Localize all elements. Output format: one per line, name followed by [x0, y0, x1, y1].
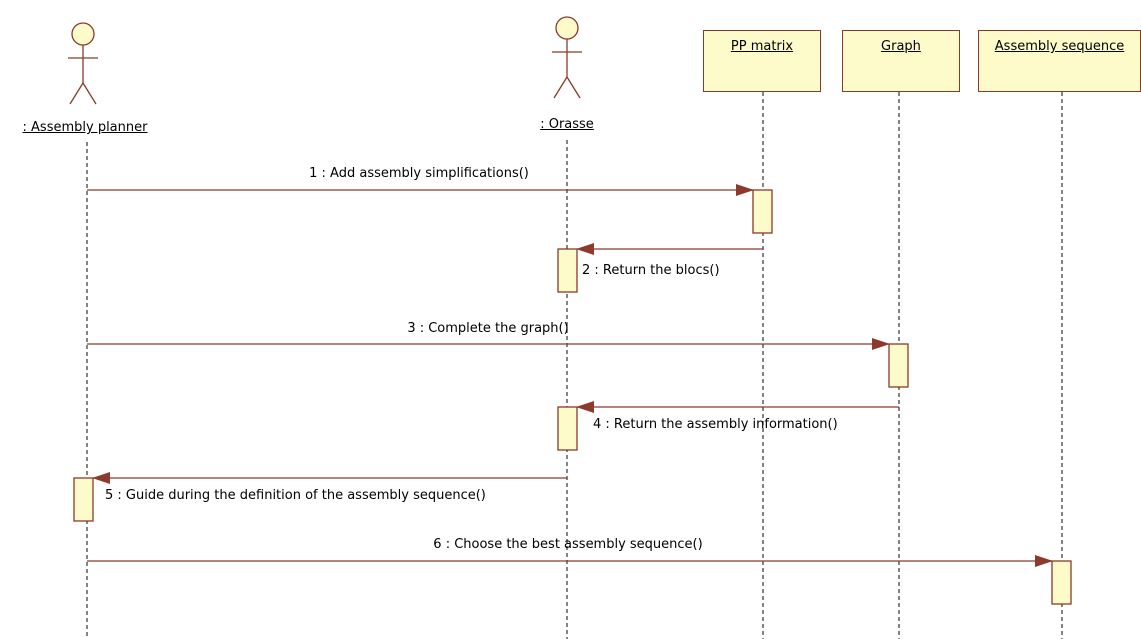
activation-orasse-2: [557, 406, 578, 451]
message-1-label: 1 : Add assembly simplifications(): [309, 166, 529, 181]
message-3-label: 3 : Complete the graph(): [407, 321, 569, 336]
actor-orasse-label: : Orasse: [540, 117, 594, 132]
object-assembly-sequence-label: Assembly sequence: [994, 39, 1125, 54]
activation-orasse-1: [557, 248, 578, 293]
object-assembly-sequence: Assembly sequence: [978, 30, 1141, 92]
activation-assembly-sequence: [1051, 560, 1072, 605]
object-pp-matrix-label: PP matrix: [730, 39, 794, 54]
activation-assembly-planner: [73, 477, 94, 522]
activation-graph: [888, 343, 909, 388]
message-6-label: 6 : Choose the best assembly sequence(): [433, 537, 703, 552]
activation-pp-matrix: [752, 189, 773, 234]
actor-orasse-icon: [552, 16, 582, 99]
actor-assembly-planner-icon: [68, 22, 98, 105]
object-graph-label: Graph: [881, 39, 921, 54]
object-graph: Graph: [842, 30, 960, 92]
message-5-label: 5 : Guide during the definition of the a…: [105, 488, 486, 503]
message-2-label: 2 : Return the blocs(): [582, 263, 720, 278]
actor-assembly-planner-label: : Assembly planner: [22, 120, 148, 135]
object-pp-matrix: PP matrix: [703, 30, 821, 92]
message-4-label: 4 : Return the assembly information(): [593, 417, 838, 432]
